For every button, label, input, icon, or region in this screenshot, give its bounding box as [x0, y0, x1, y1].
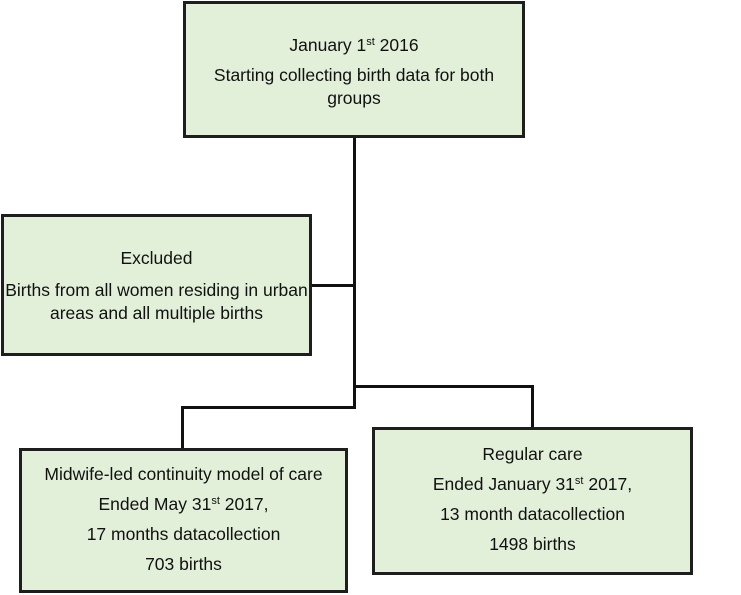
excluded-title: Excluded [120, 248, 193, 268]
midwife-duration: 17 months datacollection [86, 524, 281, 545]
connector-excluded [311, 284, 355, 287]
regular-care-box: Regular care Ended January 31st 2017, 13… [372, 427, 693, 575]
midwife-box: Midwife-led continuity model of care End… [19, 448, 348, 593]
start-date: January 1st 2016 [186, 34, 522, 57]
excluded-box: Excluded Births from all women residing … [1, 214, 312, 356]
midwife-ended: Ended May 31st 2017, [22, 493, 345, 516]
connector-regular-horizontal [353, 385, 534, 388]
regular-ended-text: Ended January 31 [432, 474, 575, 495]
midwife-ended-text: Ended May 31 [98, 494, 212, 515]
regular-ended: Ended January 31st 2017, [375, 473, 690, 496]
midwife-title: Midwife-led continuity model of care [44, 464, 323, 484]
regular-duration: 13 month datacollection [440, 504, 625, 525]
connector-midwife-vertical [181, 406, 184, 449]
excluded-description: Births from all women residing in urban … [5, 280, 308, 324]
regular-births: 1498 births [489, 534, 576, 555]
connector-midwife-horizontal [181, 406, 356, 409]
start-description: Starting collecting birth data for both … [213, 65, 495, 109]
midwife-ended-year: 2017, [219, 494, 269, 515]
start-box: January 1st 2016 Starting collecting bir… [183, 1, 525, 138]
connector-trunk [353, 137, 356, 409]
start-date-year: 2016 [374, 35, 419, 55]
connector-regular-vertical [531, 385, 534, 428]
regular-ended-year: 2017, [583, 474, 633, 495]
regular-ended-sup: st [574, 475, 584, 488]
start-date-sup: st [366, 36, 375, 48]
start-date-text: January 1 [289, 35, 367, 55]
regular-title: Regular care [482, 444, 583, 464]
midwife-ended-sup: st [211, 495, 220, 508]
midwife-births: 703 births [145, 554, 222, 575]
